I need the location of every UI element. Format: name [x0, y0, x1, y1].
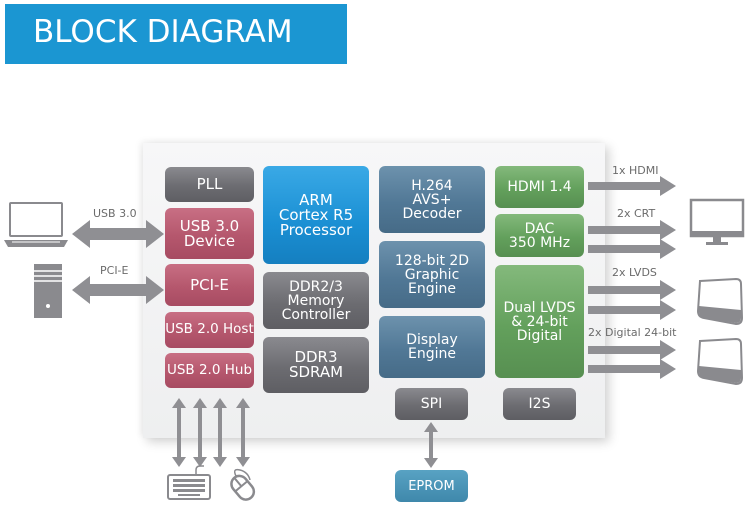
- block-i2s: I2S: [503, 388, 576, 420]
- digital-panel-icon: [696, 337, 744, 386]
- label-lvds-out: 2x LVDS: [612, 266, 657, 279]
- arrow-pcie-bidirectional: [72, 276, 164, 304]
- block-display-engine: Display Engine: [379, 316, 485, 378]
- lvds-panel-icon: [696, 277, 744, 326]
- arrows-usb-peripherals: [172, 398, 250, 467]
- arrow-digital-out-2: [588, 359, 676, 379]
- arrow-crt-out-2: [588, 239, 676, 259]
- title-banner: BLOCK DIAGRAM: [5, 4, 347, 64]
- block-memory-controller: DDR2/3 Memory Controller: [263, 272, 369, 329]
- arrow-usb3-bidirectional: [72, 220, 164, 248]
- block-spi: SPI: [395, 388, 468, 420]
- arrow-crt-out-1: [588, 220, 676, 240]
- block-hdmi: HDMI 1.4: [495, 166, 584, 208]
- arrow-lvds-out-2: [588, 300, 676, 320]
- arrow-digital-out-1: [588, 340, 676, 360]
- label-usb3: USB 3.0: [93, 207, 137, 220]
- keyboard-icon: [167, 465, 211, 500]
- block-usb3-device: USB 3.0 Device: [165, 208, 254, 259]
- vertical-arrow: [193, 398, 207, 467]
- block-ddr3-sdram: DDR3 SDRAM: [263, 337, 369, 393]
- page-title: BLOCK DIAGRAM: [33, 14, 293, 50]
- monitor-icon: [689, 198, 745, 245]
- label-digital-out: 2x Digital 24-bit: [588, 326, 677, 339]
- block-dac: DAC 350 MHz: [495, 214, 584, 257]
- block-usb2-hub: USB 2.0 Hub: [165, 353, 254, 388]
- desktop-tower-icon: [34, 264, 62, 318]
- block-usb2-host: USB 2.0 Host: [165, 312, 254, 348]
- block-eprom: EPROM: [395, 470, 468, 502]
- label-hdmi-out: 1x HDMI: [612, 164, 659, 177]
- block-arm-cortex-r5: ARM Cortex R5 Processor: [263, 166, 369, 264]
- block-h264-decoder: H.264 AVS+ Decoder: [379, 166, 485, 233]
- block-pcie: PCI-E: [165, 264, 254, 306]
- arrow-hdmi-out: [588, 176, 676, 196]
- block-graphic-engine: 128-bit 2D Graphic Engine: [379, 241, 485, 308]
- block-lvds-digital: Dual LVDS & 24-bit Digital: [495, 265, 584, 378]
- arrow-spi-eprom: [424, 422, 438, 468]
- laptop-icon: [4, 202, 68, 247]
- vertical-arrow: [236, 398, 250, 467]
- arrow-lvds-out-1: [588, 280, 676, 300]
- vertical-arrow: [172, 398, 186, 467]
- vertical-arrow: [213, 398, 227, 467]
- block-pll: PLL: [165, 167, 254, 202]
- label-pcie: PCI-E: [100, 264, 129, 277]
- label-crt-out: 2x CRT: [617, 207, 656, 220]
- mouse-icon: [230, 468, 256, 501]
